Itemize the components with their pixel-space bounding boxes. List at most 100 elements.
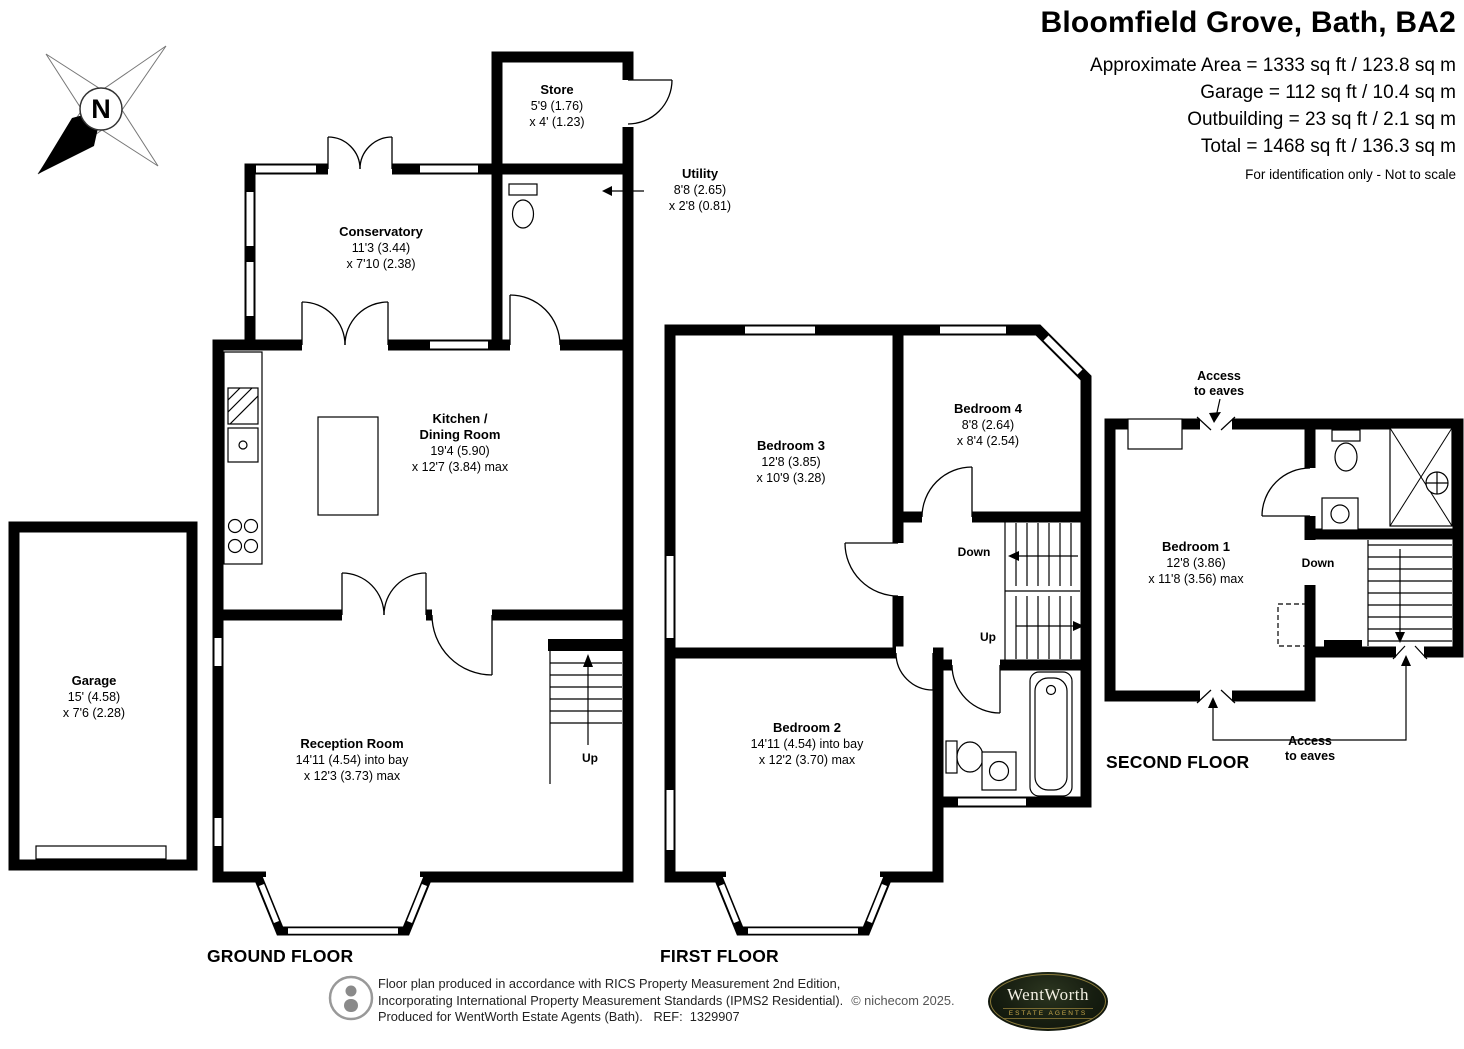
toilet-icon-second <box>1331 429 1361 472</box>
compass-icon: N <box>37 45 167 175</box>
header: Bloomfield Grove, Bath, BA2 Approximate … <box>776 6 1456 182</box>
reception-dim1: 14'11 (4.54) into bay <box>295 753 409 767</box>
shower-icon-second <box>1389 427 1453 527</box>
page-title: Bloomfield Grove, Bath, BA2 <box>1040 6 1456 39</box>
kitchen-dim2: x 12'7 (3.84) max <box>411 460 509 474</box>
bedroom2-name: Bedroom 2 <box>773 720 841 735</box>
room-label-bedroom2: Bedroom 2 14'11 (4.54) into bay x 12'2 (… <box>697 720 917 768</box>
bedroom4-name: Bedroom 4 <box>954 401 1022 416</box>
access-eaves-label-bottom: Access to eaves <box>1252 734 1368 764</box>
room-label-kitchen: Kitchen / Dining Room 19'4 (5.90) x 12'7… <box>380 411 540 475</box>
utility-dim1: 8'8 (2.65) <box>673 183 727 197</box>
bedroom3-dim2: x 10'9 (3.28) <box>756 471 826 485</box>
conservatory-dim1: 11'3 (3.44) <box>351 241 411 255</box>
access-top-line1: Access <box>1197 369 1241 383</box>
garage-name: Garage <box>71 673 117 688</box>
ground-floor-plan <box>8 51 673 936</box>
room-outline-kitchen <box>212 339 634 621</box>
room-label-bedroom3: Bedroom 3 12'8 (3.85) x 10'9 (3.28) <box>701 438 881 486</box>
area-line-total: Total = 1468 sq ft / 136.3 sq m <box>1200 136 1456 157</box>
compass-north-label: N <box>91 94 111 124</box>
area-line-outbuilding: Outbuilding = 23 sq ft / 2.1 sq m <box>1187 109 1456 130</box>
bedroom3-dim1: 12'8 (3.85) <box>761 455 821 469</box>
access-top-line2: to eaves <box>1193 384 1245 398</box>
logo-ring <box>990 974 1106 1029</box>
stairs-ground <box>549 651 622 784</box>
room-label-garage: Garage 15' (4.58) x 7'6 (2.28) <box>24 673 164 721</box>
toilet-icon-first <box>945 740 984 774</box>
utility-dim2: x 2'8 (0.81) <box>668 199 732 213</box>
sink-icon-first <box>981 751 1017 791</box>
bedroom1-dim2: x 11'8 (3.56) max <box>1148 572 1244 586</box>
disclaimer-line3: Produced for WentWorth Estate Agents (Ba… <box>378 1009 740 1024</box>
kitchen-name1: Kitchen / <box>432 411 488 426</box>
bedroom1-name: Bedroom 1 <box>1162 539 1230 554</box>
first-floor-caption: FIRST FLOOR <box>660 946 779 966</box>
toilet-icon-utility <box>508 183 538 229</box>
bath-icon-first <box>1029 671 1073 797</box>
room-outline-utility <box>491 163 634 351</box>
kitchen-island <box>317 416 379 516</box>
area-line-total-approx: Approximate Area = 1333 sq ft / 123.8 sq… <box>1090 55 1456 76</box>
room-label-bedroom1: Bedroom 1 12'8 (3.86) x 11'8 (3.56) max <box>1098 539 1294 587</box>
ground-doors <box>301 79 673 676</box>
bedroom4-dim1: 8'8 (2.64) <box>961 418 1015 432</box>
eaves-storage-dashed <box>1277 603 1309 647</box>
conservatory-name: Conservatory <box>339 224 423 239</box>
first-doors <box>844 466 1001 714</box>
reception-name: Reception Room <box>300 736 404 751</box>
room-label-bedroom4: Bedroom 4 8'8 (2.64) x 8'4 (2.54) <box>898 401 1078 449</box>
utility-pointer-arrow <box>602 186 644 196</box>
footer-disclaimer: Floor plan produced in accordance with R… <box>378 976 955 1026</box>
conservatory-dim2: x 7'10 (2.38) <box>346 257 416 271</box>
kitchen-dim1: 19'4 (5.90) <box>430 444 490 458</box>
kitchen-name2: Dining Room <box>419 427 501 442</box>
room-outline-bedroom3 <box>664 324 904 659</box>
stairs-up-label-ground: Up <box>582 751 598 765</box>
disclaimer-line1: Floor plan produced in accordance with R… <box>378 976 841 991</box>
garage-dim1: 15' (4.58) <box>67 690 121 704</box>
identification-note: For identification only - Not to scale <box>1245 167 1456 182</box>
utility-name: Utility <box>681 166 719 181</box>
eaves-access-ticks <box>1196 416 1428 704</box>
access-bottom-line2: to eaves <box>1284 749 1336 763</box>
area-line-garage: Garage = 112 sq ft / 10.4 sq m <box>1200 82 1456 103</box>
store-dim2: x 4' (1.23) <box>529 115 585 129</box>
stairs-second <box>1367 540 1452 646</box>
wentworth-logo: WentWorth ESTATE AGENTS <box>988 972 1108 1031</box>
second-doors <box>1261 467 1311 517</box>
room-label-reception: Reception Room 14'11 (4.54) into bay x 1… <box>242 736 462 784</box>
stairs-first <box>1004 522 1080 660</box>
second-floor-caption: SECOND FLOOR <box>1106 752 1250 772</box>
bedroom1-dim1: 12'8 (3.86) <box>1166 556 1226 570</box>
second-floor-plan <box>1104 398 1464 741</box>
sink-icon-second <box>1321 497 1359 531</box>
access-arrows <box>1208 398 1411 741</box>
garage-door <box>35 845 167 860</box>
copyright-text: © nichecom 2025. <box>851 992 955 1008</box>
room-outline-garage <box>8 521 198 871</box>
reception-dim2: x 12'3 (3.73) max <box>303 769 401 783</box>
garage-dim2: x 7'6 (2.28) <box>62 706 126 720</box>
kitchen-fixtures-icon <box>223 351 379 565</box>
room-label-store: Store 5'9 (1.76) x 4' (1.23) <box>497 82 617 130</box>
wardrobe-recess <box>1127 418 1183 450</box>
bedroom2-dim1: 14'11 (4.54) into bay <box>750 737 864 751</box>
bedroom3-name: Bedroom 3 <box>757 438 825 453</box>
access-bottom-line1: Access <box>1288 734 1332 748</box>
disclaimer-line2-text: Incorporating International Property Mea… <box>378 992 844 1008</box>
stairs-down-label-first: Down <box>957 545 991 559</box>
ground-floor-caption: GROUND FLOOR <box>207 946 354 966</box>
stairs-down-label-second: Down <box>1301 556 1335 570</box>
disclaimer-line2: Incorporating International Property Mea… <box>378 993 955 1010</box>
room-label-utility: Utility 8'8 (2.65) x 2'8 (0.81) <box>642 166 758 214</box>
first-floor-plan <box>664 324 1092 936</box>
room-label-conservatory: Conservatory 11'3 (3.44) x 7'10 (2.38) <box>291 224 471 272</box>
rics-person-icon <box>328 975 374 1021</box>
store-dim1: 5'9 (1.76) <box>530 99 584 113</box>
store-name: Store <box>540 82 574 97</box>
room-outline-bedroom4 <box>892 324 1092 523</box>
access-eaves-label-top: Access to eaves <box>1161 369 1277 399</box>
